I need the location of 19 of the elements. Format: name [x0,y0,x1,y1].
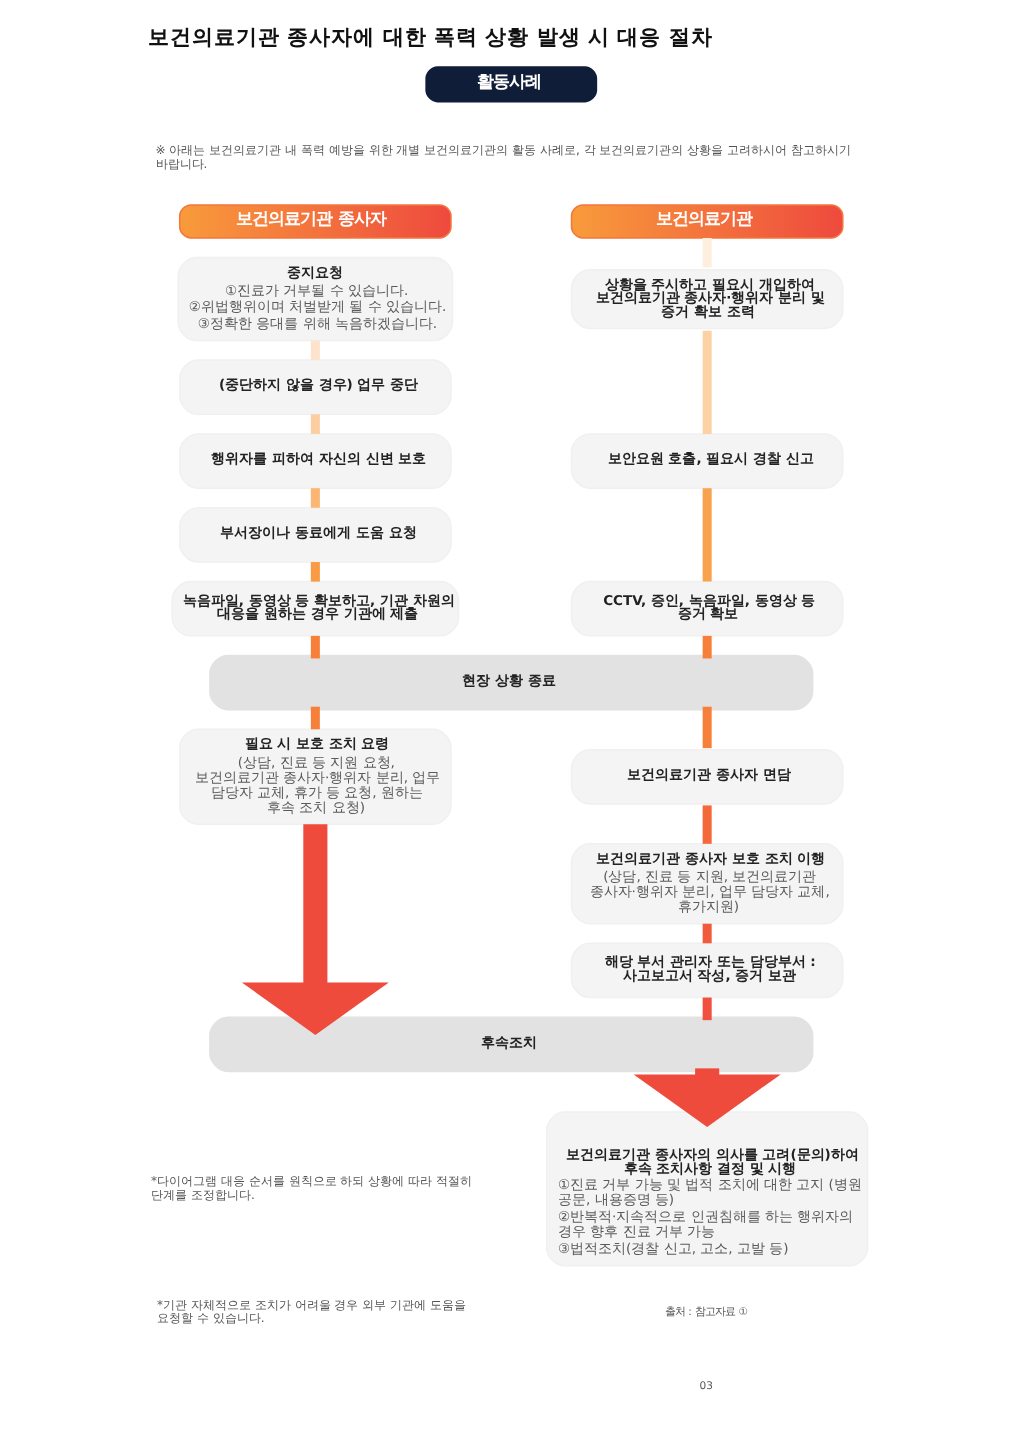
diagram-title: 보건의료기관 종사자에 대한 폭력 상황 발생 시 대응 절차 [147,25,712,50]
connector [701,805,711,844]
connector [309,488,319,508]
arrow [240,824,388,1035]
node-box: 보건의료기관 [569,204,843,239]
connector [701,488,711,582]
connector [309,706,319,730]
connector [701,635,711,659]
connector [701,923,711,944]
connector [309,340,319,361]
connector [701,238,711,268]
connector [701,706,711,749]
node-box: 보건의료기관 종사자 [177,204,451,239]
connector [309,414,319,434]
label: 활동사례 [475,71,540,92]
connector [309,635,319,659]
connector [701,330,711,434]
connector [701,997,711,1021]
connector [309,562,319,582]
